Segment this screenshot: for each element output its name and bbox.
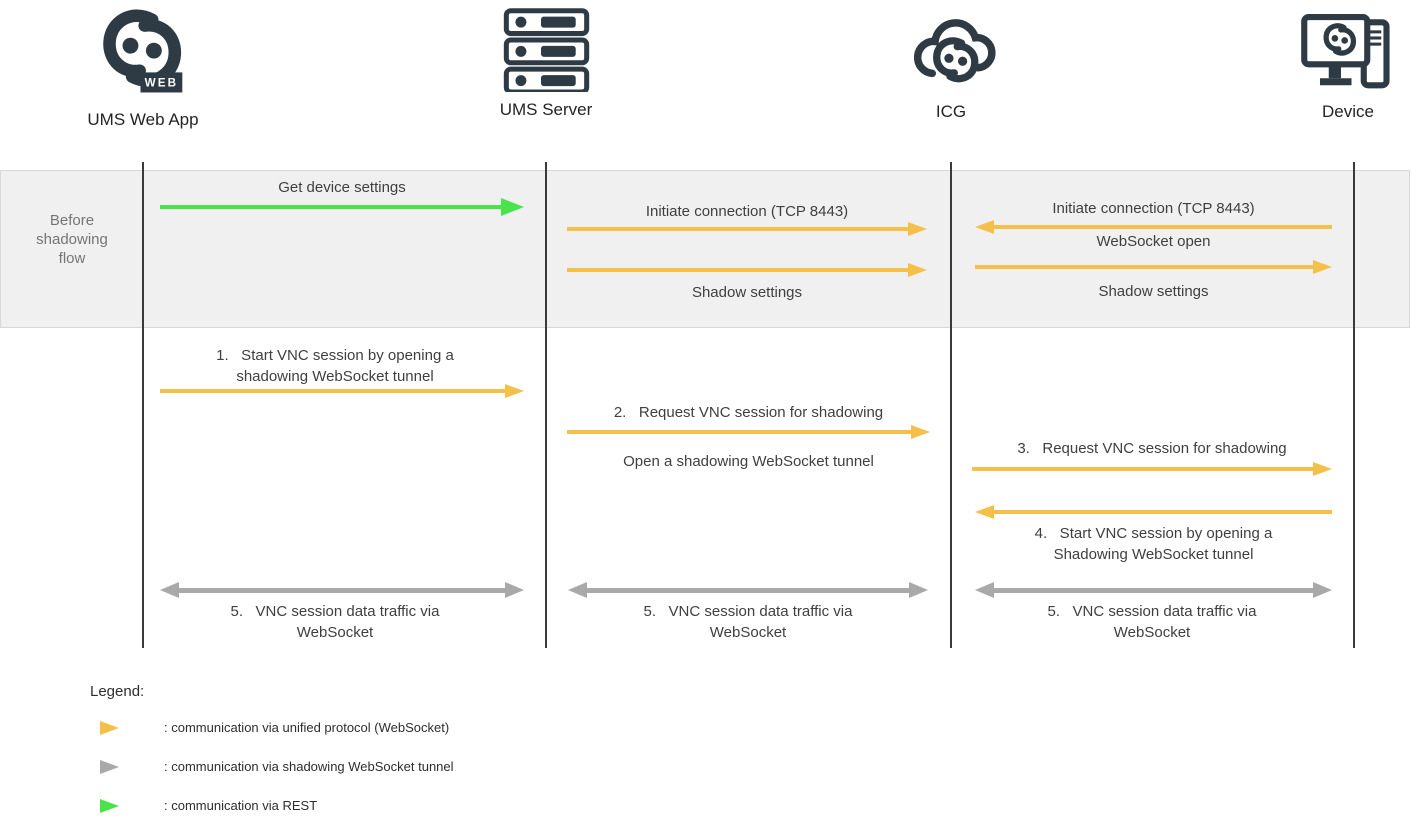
msg-step5-icg: 5. VNC session data traffic via WebSocke… bbox=[1047, 603, 1257, 641]
arrow-initiate-connection-ums bbox=[567, 222, 927, 236]
msg-initiate-connection-ums: Initiate connection (TCP 8443) bbox=[645, 203, 849, 220]
legend-item-shadowing-tunnel: : communication via shadowing WebSocket … bbox=[100, 759, 454, 774]
arrow-step5-icg bbox=[975, 582, 1332, 598]
msg-step5-web: 5. VNC session data traffic via WebSocke… bbox=[230, 603, 440, 641]
arrow-get-device-settings bbox=[160, 198, 524, 216]
legend-label-shadowing-tunnel: : communication via shadowing WebSocket … bbox=[164, 759, 454, 774]
msg-get-device-settings: Get device settings bbox=[278, 179, 406, 196]
arrow-initiate-connection-device bbox=[975, 220, 1332, 234]
lifeline-ums-server bbox=[545, 162, 547, 648]
msg-step3: 3. Request VNC session for shadowing bbox=[1017, 440, 1287, 457]
arrow-step2 bbox=[567, 425, 930, 439]
msg-step2: 2. Request VNC session for shadowing bbox=[613, 404, 884, 421]
legend-item-rest: : communication via REST bbox=[100, 798, 317, 813]
legend-item-unified-protocol: : communication via unified protocol (We… bbox=[100, 720, 449, 735]
actor-label-ums-server: UMS Server bbox=[499, 100, 593, 119]
device-monitor-icon bbox=[1301, 13, 1390, 89]
legend-green-arrow-icon bbox=[100, 798, 150, 813]
msg-shadow-settings-ums: Shadow settings bbox=[691, 284, 803, 301]
legend-title: Legend: bbox=[90, 683, 145, 700]
msg-initiate-connection-device: Initiate connection (TCP 8443) bbox=[1052, 200, 1255, 217]
band-label: Before shadowing flow bbox=[36, 212, 108, 267]
actor-icg: ICG bbox=[851, 4, 1051, 122]
lifeline-ums-web-app bbox=[142, 162, 144, 648]
msg-step5-server: 5. VNC session data traffic via WebSocke… bbox=[643, 603, 853, 641]
actor-device: Device bbox=[1248, 10, 1412, 122]
msg-step4: 4. Start VNC session by opening a Shadow… bbox=[1034, 525, 1273, 563]
lifeline-icg bbox=[950, 162, 952, 648]
msg-step2-sub: Open a shadowing WebSocket tunnel bbox=[623, 453, 874, 470]
actor-ums-server: UMS Server bbox=[446, 8, 646, 120]
cloud-icg-icon bbox=[913, 19, 996, 94]
arrow-step3 bbox=[972, 462, 1332, 476]
arrow-step1 bbox=[160, 384, 524, 398]
actor-label-ums-web-app: UMS Web App bbox=[87, 110, 199, 129]
web-badge: WEB bbox=[145, 77, 179, 90]
ums-web-app-icon: WEB bbox=[97, 6, 183, 93]
legend-yellow-arrow-icon bbox=[100, 720, 150, 735]
actor-label-device: Device bbox=[1322, 102, 1374, 121]
arrow-step5-web bbox=[160, 582, 524, 598]
legend-label-rest: : communication via REST bbox=[164, 798, 318, 813]
legend-label-unified-protocol: : communication via unified protocol (We… bbox=[164, 720, 450, 735]
msg-step1: 1. Start VNC session by opening a shadow… bbox=[216, 347, 454, 385]
server-stack-icon bbox=[503, 8, 589, 92]
arrow-shadow-settings-device bbox=[975, 260, 1332, 274]
arrow-step5-server bbox=[568, 582, 928, 598]
arrow-step4 bbox=[975, 505, 1332, 519]
legend-gray-arrow-icon bbox=[100, 759, 150, 774]
arrow-shadow-settings-ums bbox=[567, 263, 927, 277]
before-shadowing-band bbox=[0, 170, 1410, 328]
actor-ums-web-app: WEB UMS Web App bbox=[43, 6, 243, 130]
msg-shadow-settings-device: Shadow settings bbox=[1098, 283, 1209, 300]
lifeline-device bbox=[1353, 162, 1355, 648]
actor-label-icg: ICG bbox=[935, 102, 967, 121]
msg-websocket-open: WebSocket open bbox=[1096, 233, 1211, 250]
